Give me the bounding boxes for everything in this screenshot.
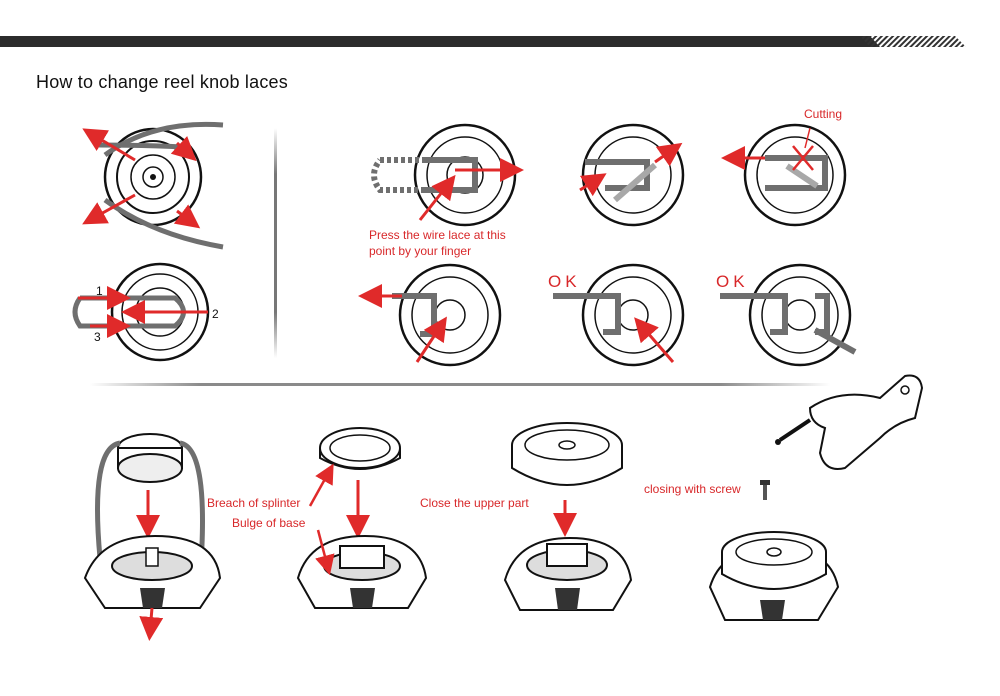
press-lace-figure	[371, 123, 524, 227]
close-upper-label: Close the upper part	[420, 496, 529, 510]
assembly-step-1-figure	[83, 433, 222, 641]
header-bar	[0, 36, 966, 47]
breach-label: Breach of splinter	[207, 496, 301, 510]
press-label-line2: point by your finger	[369, 244, 472, 258]
assembled-knob-figure	[708, 531, 840, 621]
vertical-divider	[274, 128, 277, 358]
step-number-1: 1	[96, 284, 103, 298]
assembly-step-3-figure	[503, 422, 633, 611]
cutting-figure	[721, 123, 847, 227]
lace-loop-figure	[579, 123, 685, 227]
cutting-label: Cutting	[804, 107, 843, 121]
assembly-step-2-figure	[296, 427, 428, 609]
ok-figure-2	[720, 263, 857, 367]
press-label-line1: Press the wire lace at this	[369, 228, 506, 242]
step-number-2: 2	[212, 307, 219, 321]
horizontal-divider	[90, 383, 830, 386]
bulge-label: Bulge of base	[232, 516, 306, 530]
screwdriver-figure	[775, 374, 924, 470]
knob-crossed-laces-figure	[82, 121, 224, 250]
step-number-3: 3	[94, 330, 101, 344]
page-title: How to change reel knob laces	[36, 72, 288, 92]
screw-icon	[760, 480, 770, 500]
lace-threading-figure	[72, 262, 210, 362]
pull-lace-figure	[358, 263, 502, 367]
ok-figure-1	[553, 263, 685, 367]
closing-screw-label: closing with screw	[644, 482, 741, 496]
ok-label-2: OK	[716, 272, 749, 291]
ok-label-1: OK	[548, 272, 581, 291]
